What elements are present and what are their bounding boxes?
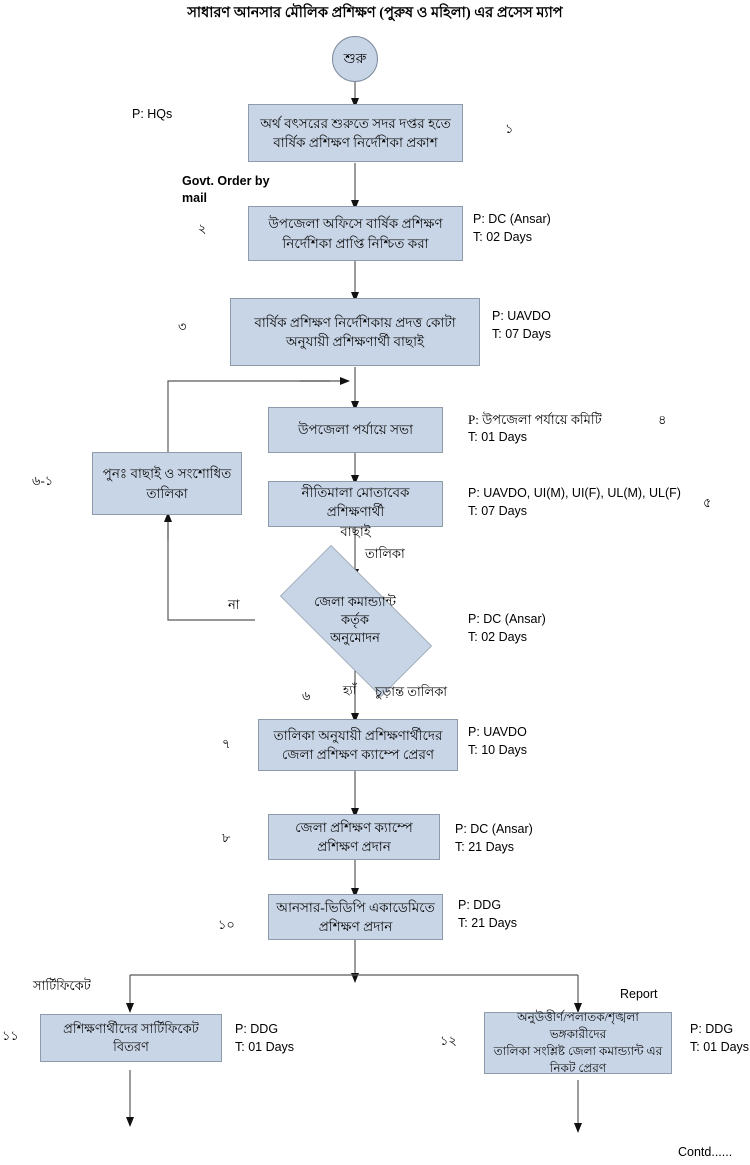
step-1-owner: P: HQs [132,107,173,121]
process-box-1[interactable]: অর্থ বৎসরের শুরুতে সদর দপ্তর হতে বার্ষিক… [248,104,463,162]
step-number-2: ২ [198,221,207,236]
page-title: সাধারণ আনসার মৌলিক প্রশিক্ষণ (পুরুষ ও মহ… [187,5,563,21]
decision-diamond-text: জেলা কমান্ড্যান্ট কর্তৃক অনুমোদন [314,594,396,645]
process-box-8-text: জেলা প্রশিক্ষণ ক্যাম্পে প্রশিক্ষণ প্রদান [295,819,413,854]
step-number-12: ১২ [440,1033,457,1048]
edge-label-talika: তালিকা [365,546,405,561]
process-box-2-text: উপজেলা অফিসে বার্ষিক প্রশিক্ষণ নির্দেশিক… [268,216,443,251]
step-2-owner: P: DC (Ansar)T: 02 Days [473,212,551,245]
edge-label-report: Report [620,987,658,1001]
process-box-4-text: উপজেলা পর্যায়ে সভা [297,422,414,438]
step-8-owner: P: DC (Ansar)T: 21 Days [455,822,533,855]
step-number-6: ৬ [302,688,311,703]
step-number-8: ৮ [222,830,231,845]
decision-6-owner: P: DC (Ansar)T: 02 Days [468,612,546,645]
step-number-5: ৫ [703,495,712,510]
process-box-12[interactable]: অনুউত্তীর্ণ/পলাতক/শৃঙ্খলা ভঙ্গকারীদের তা… [484,1010,672,1075]
start-node-label: শুরু [343,52,367,67]
edge-label-certificate: সার্টিফিকেট [33,978,91,993]
process-box-11-text: প্রশিক্ষণার্থীদের সার্টিফিকেট বিতরণ [63,1020,199,1054]
process-box-3[interactable]: বার্ষিক প্রশিক্ষণ নির্দেশিকায় প্রদত্ত ক… [230,298,480,366]
process-box-rework[interactable]: পুনঃ বাছাই ও সংশোধিত তালিকা [92,452,242,515]
process-box-4[interactable]: উপজেলা পর্যায়ে সভা [268,407,443,453]
edge-label-yes: হ্যাঁ [343,683,357,697]
process-box-11[interactable]: প্রশিক্ষণার্থীদের সার্টিফিকেট বিতরণ [40,1014,222,1062]
process-box-10[interactable]: আনসার-ভিডিপি একাডেমিতে প্রশিক্ষণ প্রদান [268,894,443,940]
start-node[interactable]: শুরু [332,36,378,82]
step-number-1: ১ [505,121,514,136]
process-box-8[interactable]: জেলা প্রশিক্ষণ ক্যাম্পে প্রশিক্ষণ প্রদান [268,814,440,860]
process-box-2[interactable]: উপজেলা অফিসে বার্ষিক প্রশিক্ষণ নির্দেশিক… [248,206,463,261]
process-box-rework-text: পুনঃ বাছাই ও সংশোধিত তালিকা [102,466,232,501]
process-box-7-text: তালিকা অনুযায়ী প্রশিক্ষণার্থীদের জেলা প… [273,727,443,762]
edge-label-no: না [228,597,240,612]
step-4-time: T: 01 Days [468,430,528,444]
step-number-7: ৭ [222,736,231,751]
decision-diamond-approval[interactable]: জেলা কমান্ড্যান্ট কর্তৃক অনুমোদন [255,545,455,697]
edge-label-final-list: চুড়ান্ত তালিকা [375,684,448,699]
footer-contd: Contd...... [678,1145,733,1159]
step-number-4: ৪ [658,412,667,427]
process-box-1-text: অর্থ বৎসরের শুরুতে সদর দপ্তর হতে বার্ষিক… [260,115,451,150]
process-box-3-text: বার্ষিক প্রশিক্ষণ নির্দেশিকায় প্রদত্ত ক… [254,314,456,349]
process-box-5[interactable]: নীতিমালা মোতাবেক প্রশিক্ষণার্থী বাছাই [268,481,443,539]
step-5-owner: P: UAVDO, UI(M), UI(F), UL(M), UL(F)T: 0… [468,486,681,519]
step-number-3: ৩ [178,319,187,334]
edge-label-govt-order: Govt. Order by mail [182,174,270,205]
process-box-12-text: অনুউত্তীর্ণ/পলাতক/শৃঙ্খলা ভঙ্গকারীদের তা… [493,1010,663,1075]
process-box-10-text: আনসার-ভিডিপি একাডেমিতে প্রশিক্ষণ প্রদান [276,899,435,934]
process-box-7[interactable]: তালিকা অনুযায়ী প্রশিক্ষণার্থীদের জেলা প… [258,719,458,771]
step-number-10: ১০ [218,917,235,932]
step-number-11: ১১ [2,1028,19,1043]
process-box-5-text: নীতিমালা মোতাবেক প্রশিক্ষণার্থী বাছাই [301,485,410,539]
step-number-rework: ৬-১ [32,473,54,488]
step-4-owner-bn: P: উপজেলা পর্যায়ে কমিটি [468,412,602,427]
